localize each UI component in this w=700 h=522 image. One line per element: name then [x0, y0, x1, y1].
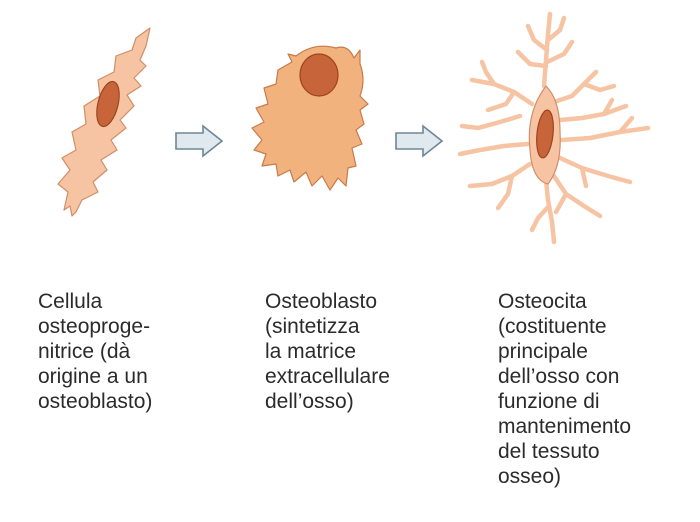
- caption-line: osteoproge-: [38, 315, 151, 338]
- arrow-right-icon: [395, 124, 444, 158]
- caption-line: Osteoblasto: [265, 290, 378, 313]
- osteoblast-cytoplasm: [251, 45, 369, 191]
- caption-line: funzione di: [498, 390, 600, 413]
- osteocyte-nucleus: [536, 109, 554, 159]
- caption-line: (costituente: [498, 315, 607, 338]
- osteocyte-processes: [457, 11, 651, 245]
- caption-line: osteoblasto): [38, 390, 153, 413]
- osteoblast-nucleus: [299, 53, 339, 97]
- caption-line: principale: [498, 340, 588, 363]
- caption-line: (sintetizza: [265, 315, 360, 338]
- osteocyte-cell: [457, 11, 651, 245]
- caption-line: dell’osso con: [498, 365, 620, 388]
- caption-line: la matrice: [265, 340, 357, 363]
- caption-line: mantenimento: [498, 415, 632, 438]
- caption-line: Osteocita: [498, 290, 587, 313]
- osteoblast-cell: [251, 45, 369, 191]
- caption-osteocyte: Osteocita (costituente principale dell’o…: [498, 289, 631, 489]
- osteoprogenitor-nucleus: [96, 80, 120, 128]
- caption-line: del tessuto: [498, 440, 600, 463]
- caption-line: nitrice (dà: [38, 340, 131, 363]
- osteoprogenitor-cell: [57, 27, 151, 217]
- arrow-right-icon: [175, 124, 224, 158]
- caption-line: extracellulare: [265, 365, 390, 388]
- caption-osteoprogenitor: Cellula osteoproge- nitrice (dà origine …: [38, 289, 152, 414]
- caption-line: dell’osso): [265, 390, 354, 413]
- caption-osteoblast: Osteoblasto (sintetizza la matrice extra…: [265, 289, 390, 414]
- caption-line: osseo): [498, 465, 562, 488]
- caption-line: Cellula: [38, 290, 103, 313]
- caption-line: origine a un: [38, 365, 148, 388]
